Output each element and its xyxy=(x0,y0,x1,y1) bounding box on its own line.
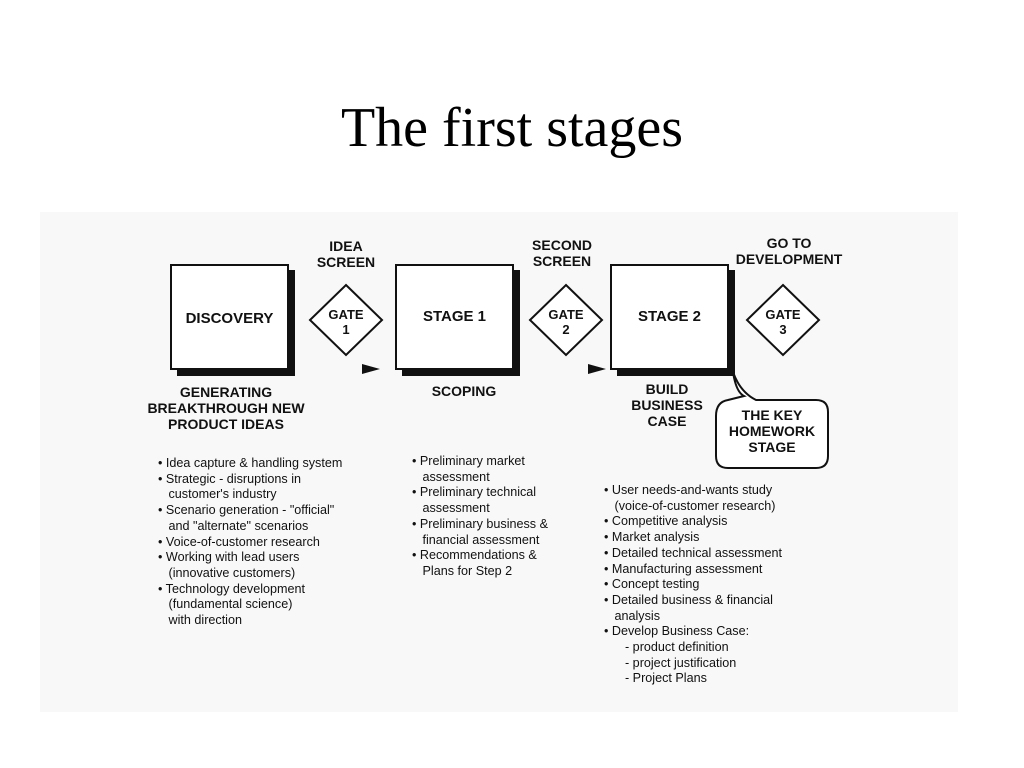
gate1-diamond xyxy=(308,283,384,357)
list-item: • Technology development xyxy=(158,581,306,596)
list-item: assessment xyxy=(412,501,490,516)
list-item: • Preliminary business & xyxy=(412,516,548,531)
list-item: • Recommendations & xyxy=(412,548,537,563)
list-item: • Detailed business & financial xyxy=(604,592,773,607)
list-item: financial assessment xyxy=(412,532,540,547)
stage1-label: STAGE 1 xyxy=(422,308,487,325)
list-item: • Competitive analysis xyxy=(604,514,728,529)
gate2-diamond xyxy=(528,283,604,357)
gate3-diamond xyxy=(745,283,821,357)
list-item: - Project Plans xyxy=(604,671,707,686)
discovery-label: DISCOVERY xyxy=(185,310,274,327)
list-item: • User needs-and-wants study xyxy=(604,483,773,497)
list-item: Plans for Step 2 xyxy=(412,563,513,578)
list-item: • Idea capture & handling system xyxy=(158,456,343,470)
stage2-caption: BUILD BUSINESS CASE xyxy=(631,381,703,429)
list-item: • Working with lead users xyxy=(158,550,300,565)
stage2-box xyxy=(610,264,729,370)
list-item: customer's industry xyxy=(158,487,277,502)
discovery-box xyxy=(170,264,289,370)
list-item: • Preliminary technical xyxy=(412,485,537,500)
callout-text: THE KEY HOMEWORK STAGE xyxy=(728,407,816,455)
arrow-to-stage1 xyxy=(362,364,380,374)
stage1-activities-list: • Preliminary market assessment • Prelim… xyxy=(412,454,548,580)
list-item: • Scenario generation - "official" xyxy=(158,503,335,518)
list-item: • Develop Business Case: xyxy=(604,624,750,639)
discovery-caption: GENERATING BREAKTHROUGH NEW PRODUCT IDEA… xyxy=(147,384,305,432)
list-item: • Market analysis xyxy=(604,530,700,545)
list-item: (voice-of-customer research) xyxy=(604,498,776,513)
list-item: • Detailed technical assessment xyxy=(604,545,783,560)
list-item: • Strategic - disruptions in xyxy=(158,471,302,486)
list-item: assessment xyxy=(412,469,490,484)
arrow-to-stage2 xyxy=(588,364,606,374)
slide-title: The first stages xyxy=(340,97,684,159)
list-item: with direction xyxy=(158,613,242,628)
stage2-label: STAGE 2 xyxy=(637,308,702,325)
list-item: (fundamental science) xyxy=(158,597,293,612)
list-item: and "alternate" scenarios xyxy=(158,518,309,533)
list-item: • Preliminary market xyxy=(412,454,525,468)
list-item: analysis xyxy=(604,608,660,623)
discovery-activities-list: • Idea capture & handling system • Strat… xyxy=(158,456,342,629)
list-item: • Voice-of-customer research xyxy=(158,534,320,549)
stage1-caption: SCOPING xyxy=(431,383,497,399)
list-item: - project justification xyxy=(604,655,737,670)
callout-bubble xyxy=(715,371,829,469)
stage1-box xyxy=(395,264,514,370)
list-item: • Concept testing xyxy=(604,577,700,592)
list-item: • Manufacturing assessment xyxy=(604,561,763,576)
stage2-activities-list: • User needs-and-wants study (voice-of-c… xyxy=(604,483,782,687)
list-item: - product definition xyxy=(604,640,729,655)
list-item: (innovative customers) xyxy=(158,565,296,580)
